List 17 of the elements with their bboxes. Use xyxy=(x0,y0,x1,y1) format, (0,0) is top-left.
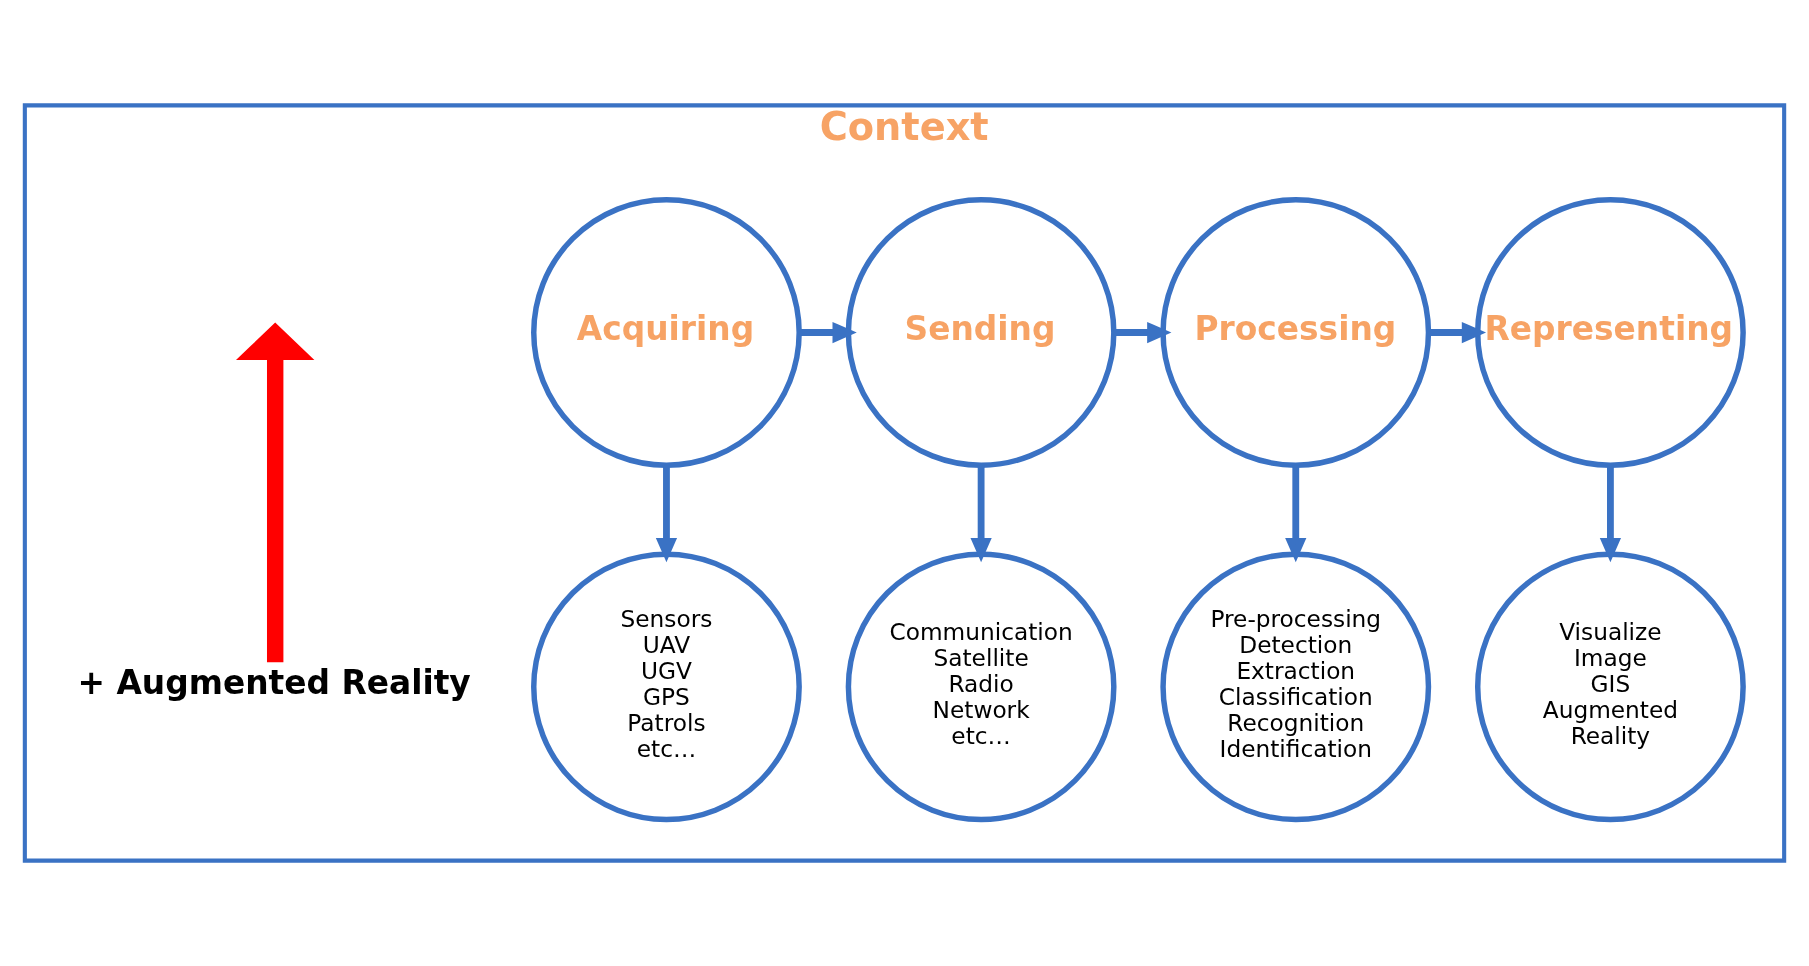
node-text: + Augmented Reality xyxy=(77,663,471,702)
arrow xyxy=(655,465,678,563)
node-circle: Sending xyxy=(845,197,1117,468)
node-circle: Acquiring xyxy=(531,197,802,468)
node-circle: Pre-processing Detection Extraction Classification Recognition Identification xyxy=(1160,551,1432,823)
node-circle: Visualize Image GIS Augmented Reality xyxy=(1475,551,1746,823)
arrow xyxy=(236,322,315,663)
node-circle: Processing xyxy=(1160,197,1432,468)
arrow xyxy=(1285,465,1307,563)
arrow xyxy=(1599,465,1622,563)
arrow xyxy=(1428,321,1487,344)
node-circle: Communication Satellite Radio Network etc… xyxy=(845,551,1117,823)
arrow xyxy=(1113,321,1172,344)
arrow xyxy=(970,465,992,563)
arrow xyxy=(799,321,857,344)
node-circle: Representing xyxy=(1475,197,1746,468)
node-circle: Sensors UAV UGV GPS Patrols etc… xyxy=(531,551,802,823)
